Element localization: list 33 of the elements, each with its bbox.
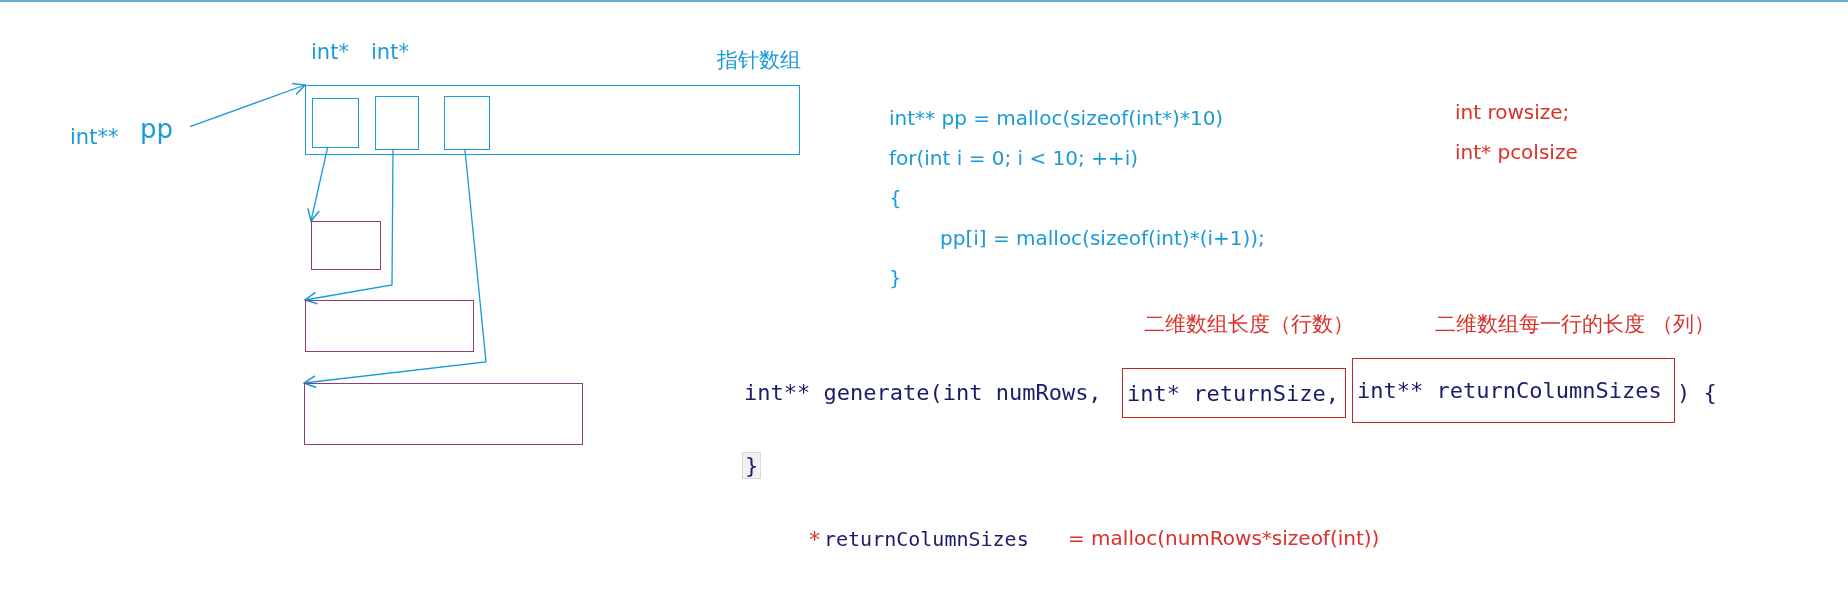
variable-label: pp (140, 114, 190, 150)
memory-block (444, 96, 490, 150)
annotation: 二维数组长度（行数） (1144, 311, 1354, 338)
highlight-box (1122, 368, 1346, 418)
memory-block (304, 383, 583, 445)
code-parameter: int* returnSize, (1127, 380, 1339, 406)
memory-block (305, 300, 474, 352)
arrow (303, 149, 487, 389)
code-line: = malloc(numRows*sizeof(int)) (1068, 526, 1380, 550)
code-line: { (889, 186, 902, 210)
type-label: int* (311, 40, 349, 64)
code-line: } (889, 266, 902, 290)
highlight-box (1352, 358, 1675, 423)
code-line: pp[i] = malloc(sizeof(int)*(i+1)); (940, 226, 1265, 250)
array-heading: 指针数组 (717, 47, 801, 74)
arrow (304, 149, 394, 305)
code-note: int rowsize; (1455, 100, 1570, 124)
code-line: ) { (1677, 380, 1717, 405)
code-line: int** generate(int numRows, (744, 380, 1102, 405)
memory-block (312, 98, 359, 148)
code-note: int* pcolsize (1455, 140, 1578, 164)
code-line: returnColumnSizes (824, 527, 1029, 551)
type-label: int* (371, 40, 409, 64)
code-line: int** pp = malloc(sizeof(int*)*10) (889, 106, 1224, 130)
arrow (189, 82, 306, 128)
memory-block (311, 221, 381, 270)
code-parameter: int** returnColumnSizes (1357, 378, 1662, 403)
type-label: int** (70, 125, 119, 149)
memory-block (375, 96, 419, 150)
annotation: 二维数组每一行的长度 （列） (1435, 311, 1715, 338)
arrow (307, 147, 329, 222)
code-symbol: * (808, 527, 822, 552)
code-line: for(int i = 0; i < 10; ++i) (889, 146, 1139, 170)
